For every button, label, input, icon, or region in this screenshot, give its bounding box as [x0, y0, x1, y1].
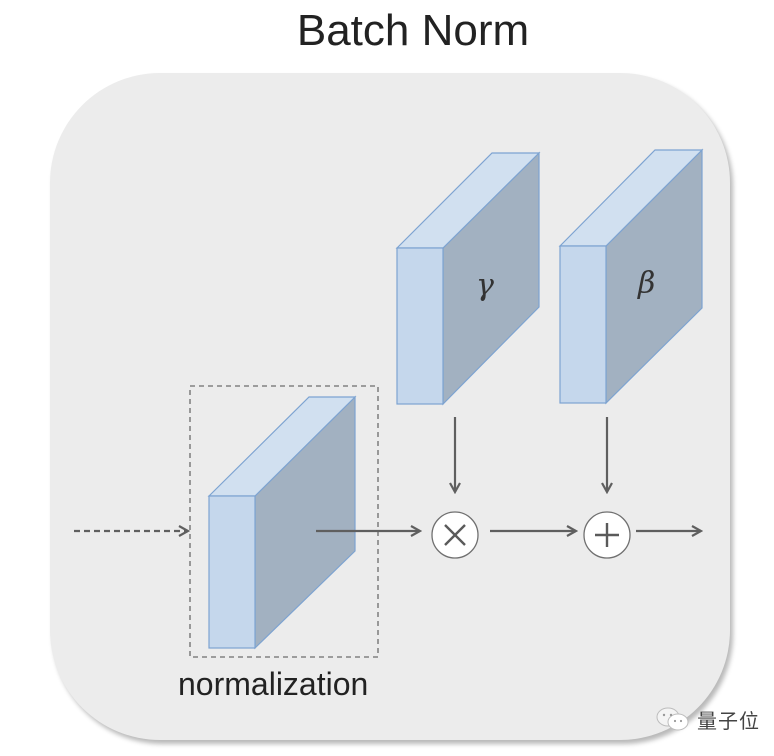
beta-block-front — [559, 245, 607, 404]
wechat-icon — [656, 707, 689, 731]
gamma-block — [395, 151, 541, 406]
diagram-panel — [50, 73, 730, 740]
add-operator — [583, 511, 631, 559]
gamma-block-front — [396, 247, 444, 405]
diagram-title: Batch Norm — [296, 6, 530, 55]
multiply-icon-stroke-2 — [444, 524, 466, 546]
gamma-label: γ — [476, 268, 494, 303]
beta-block — [558, 148, 704, 405]
watermark-text: 量子位 — [697, 708, 760, 733]
watermark: 量子位 — [655, 705, 760, 733]
normalized-block — [207, 395, 357, 650]
normalization-dashed-box — [189, 385, 379, 658]
multiply-operator — [431, 511, 479, 559]
beta-label: β — [638, 266, 656, 301]
normalization-label: normalization — [178, 666, 369, 702]
normalized-block-front — [208, 495, 256, 649]
